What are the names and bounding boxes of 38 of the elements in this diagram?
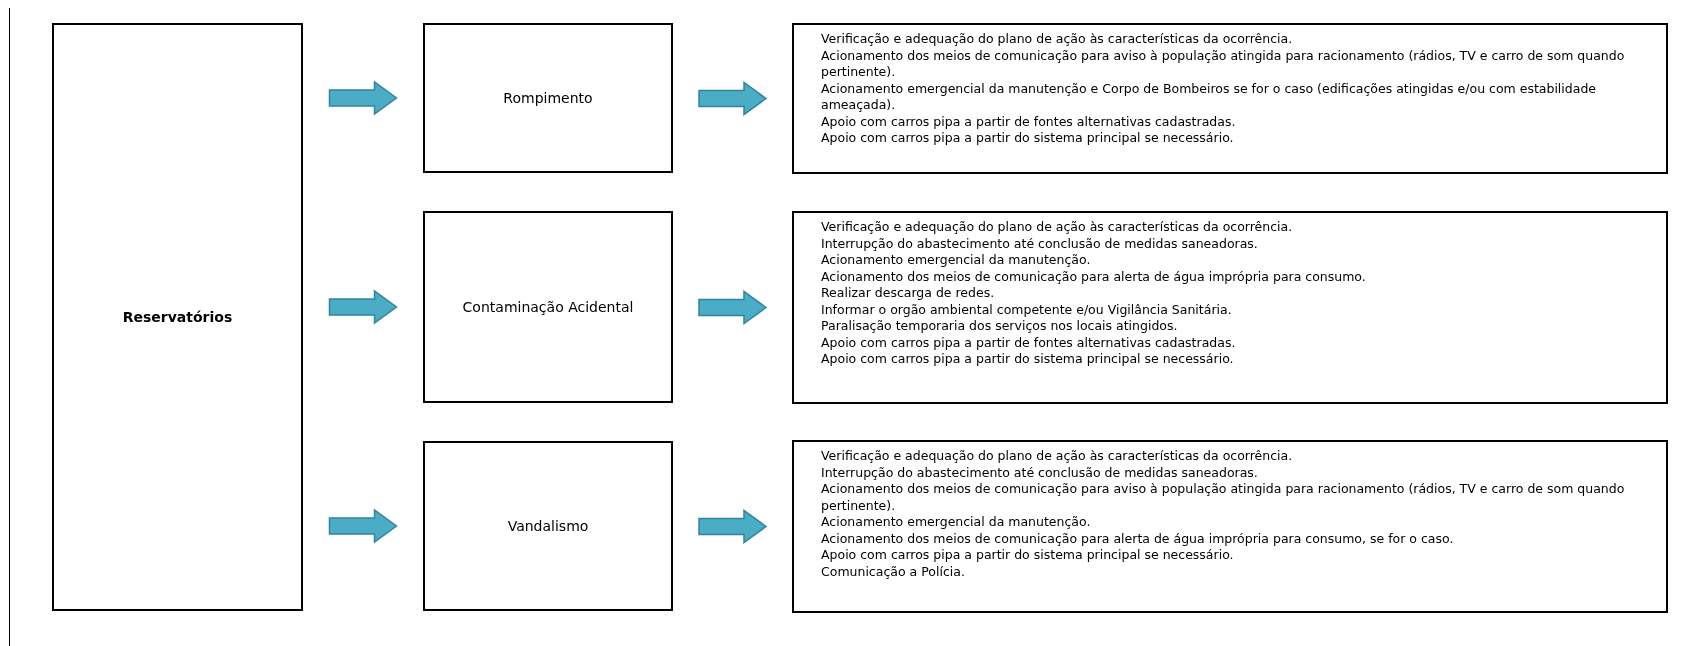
- action-item: Acionamento dos meios de comunicação para alerta de água imprópria para consumo, se for o caso.: [821, 530, 1455, 547]
- action-item: Interrupção do abastecimento até conclusão de medidas saneadoras.: [821, 464, 1259, 481]
- block-arrow: [328, 289, 398, 325]
- action-item: Apoio com carros pipa a partir de fontes alternativas cadastradas.: [821, 113, 1237, 130]
- action-item: Verificação e adequação do plano de ação às características da ocorrência.: [821, 448, 1294, 465]
- event-label: Rompimento: [503, 88, 593, 108]
- event-box: [423, 23, 673, 173]
- action-item: Acionamento emergencial da manutenção.: [821, 252, 1092, 269]
- block-arrow: [328, 508, 398, 544]
- action-item: Apoio com carros pipa a partir de fontes alternativas cadastradas.: [821, 334, 1237, 351]
- action-item: Acionamento dos meios de comunicação para alerta de água imprópria para consumo.: [821, 268, 1367, 285]
- action-item: Comunicação a Polícia.: [821, 563, 966, 580]
- action-item: Realizar descarga de redes.: [821, 285, 996, 302]
- action-item: Acionamento emergencial da manutenção.: [821, 514, 1092, 531]
- event-box: [423, 211, 673, 403]
- action-item: Verificação e adequação do plano de ação às características da ocorrência.: [821, 31, 1294, 48]
- block-arrow: [698, 290, 768, 325]
- category-title: Reservatórios: [122, 307, 233, 327]
- action-item: Paralisação temporaria dos serviços nos locais atingidos.: [821, 318, 1179, 335]
- event-label: Contaminação Acidental: [462, 297, 634, 317]
- action-list-box: [792, 440, 1668, 613]
- action-item: Apoio com carros pipa a partir do sistema principal se necessário.: [821, 351, 1235, 368]
- event-box: [423, 441, 673, 611]
- event-label: Vandalismo: [507, 516, 589, 536]
- action-item: Interrupção do abastecimento até conclusão de medidas saneadoras.: [821, 235, 1259, 252]
- action-item: Informar o orgão ambiental competente e/ou Vigilância Sanitária.: [821, 301, 1233, 318]
- action-item: Acionamento emergencial da manutenção e Corpo de Bombeiros se for o caso (edificações atingidas e/ou com estabilidade ameaçada).: [821, 80, 1598, 114]
- block-arrow: [328, 80, 398, 116]
- category-box: [52, 23, 303, 611]
- action-item: Apoio com carros pipa a partir do sistema principal se necessário.: [821, 130, 1235, 147]
- action-item: Apoio com carros pipa a partir do sistema principal se necessário.: [821, 547, 1235, 564]
- block-arrow: [698, 81, 768, 116]
- action-list-box: [792, 211, 1668, 404]
- action-item: Acionamento dos meios de comunicação para aviso à população atingida para racionamento (rádios, TV e carro de som quando pertinente).: [821, 47, 1626, 81]
- action-item: Verificação e adequação do plano de ação às características da ocorrência.: [821, 219, 1294, 236]
- action-list-box: [792, 23, 1668, 174]
- action-item: Acionamento dos meios de comunicação para aviso à população atingida para racionamento (rádios, TV e carro de som quando pertinente).: [821, 481, 1626, 514]
- block-arrow: [698, 509, 768, 544]
